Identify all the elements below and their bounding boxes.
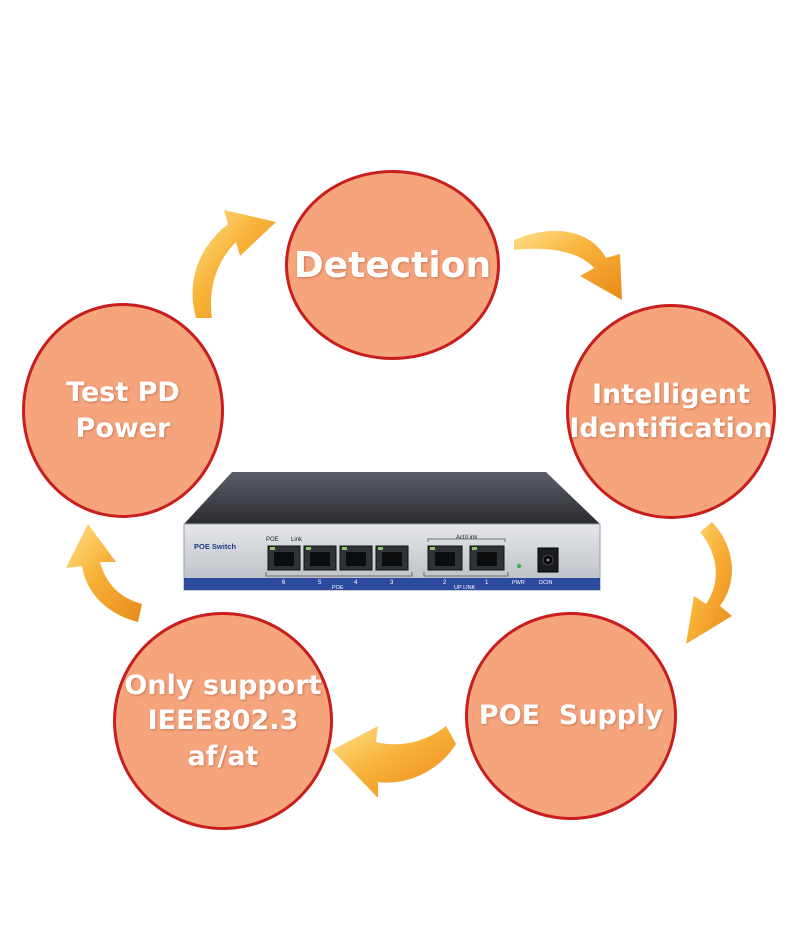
uplink-group-label: UP LINK: [454, 585, 476, 591]
node-ieee-line-1: Only support: [124, 670, 322, 702]
arrow-test-to-detection: [192, 210, 276, 318]
switch-front-strip: [184, 578, 600, 590]
poe-indicator-label: POE: [266, 537, 279, 543]
node-ieee-label: Only support IEEE802.3 af/at: [124, 668, 321, 773]
node-test-line-1: Test PD: [66, 377, 180, 409]
node-ieee-support: Only support IEEE802.3 af/at: [113, 612, 333, 830]
brand-label: POE Switch: [194, 542, 237, 551]
uplink-ports: [427, 545, 505, 571]
node-identification-line-1: Intelligent: [591, 378, 751, 410]
node-test-label: Test PD Power: [66, 375, 180, 445]
node-detection-line: Detection: [293, 244, 492, 286]
port-number-6: 6: [282, 580, 286, 586]
port-number-2: 2: [443, 580, 447, 586]
node-detection-label: Detection: [294, 243, 491, 288]
dcin-label: DCIN: [539, 580, 552, 586]
pwr-label: PWR: [512, 580, 525, 586]
node-identification-label: Intelligent Identification: [569, 378, 772, 446]
arrow-ieee-to-test: [66, 524, 142, 622]
switch-top: [184, 472, 600, 524]
node-test-line-2: Power: [75, 412, 171, 444]
node-poe-supply: POE Supply: [465, 612, 677, 820]
power-led: [516, 563, 522, 569]
node-detection: Detection: [285, 170, 500, 360]
node-intelligent-identification: Intelligent Identification: [566, 304, 776, 519]
port-number-4: 4: [354, 580, 358, 586]
arrow-supply-to-ieee: [332, 726, 456, 798]
port-number-5: 5: [318, 580, 322, 586]
node-ieee-line-3: af/at: [187, 740, 259, 772]
node-identification-line-2: Identification: [569, 412, 773, 444]
port-number-3: 3: [390, 580, 394, 586]
poe-switch-device: POE Switch POE Link Act/Link: [183, 472, 601, 591]
node-supply-label: POE Supply: [479, 699, 663, 733]
poe-group-label: POE: [332, 585, 344, 591]
port-number-1: 1: [485, 580, 489, 586]
node-ieee-line-2: IEEE802.3: [147, 705, 299, 737]
actlink-label: Act/Link: [456, 535, 478, 541]
node-test-pd-power: Test PD Power: [22, 303, 224, 518]
arrow-identification-to-supply: [686, 522, 732, 644]
link-indicator-label: Link: [291, 537, 303, 543]
poe-ports: [267, 545, 409, 571]
arrow-detection-to-identification: [514, 230, 622, 300]
node-supply-line: POE Supply: [478, 700, 664, 732]
